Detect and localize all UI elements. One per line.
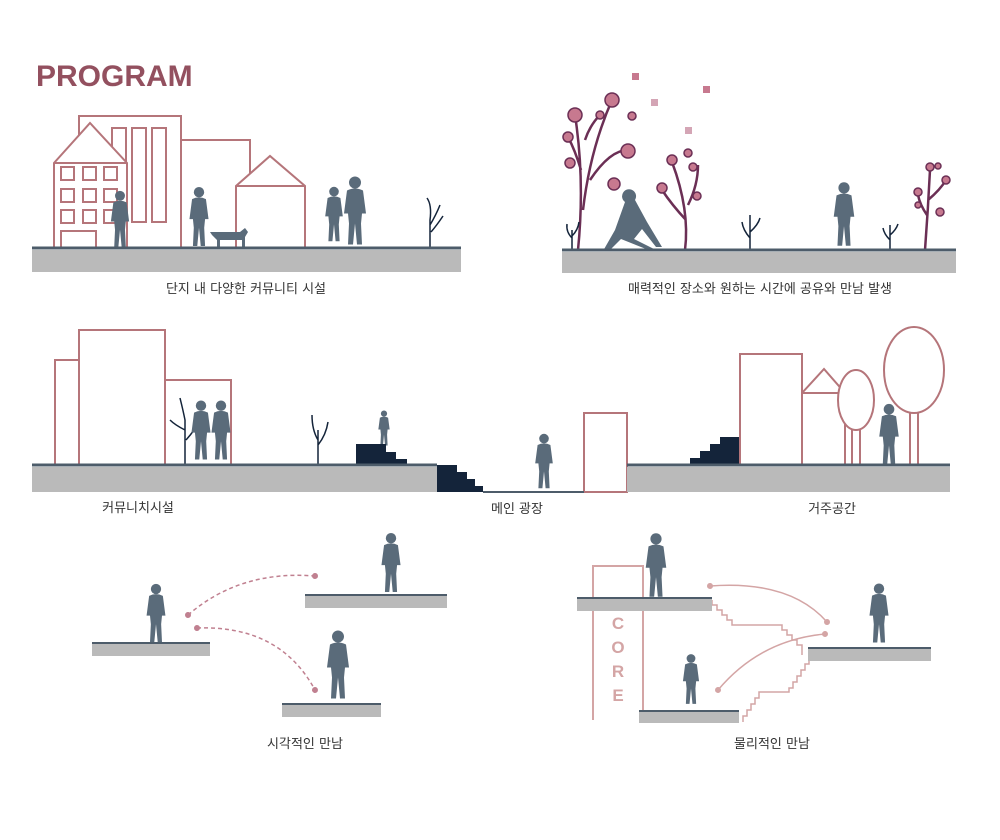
gable-building [53, 121, 128, 248]
sightline-arrow [194, 625, 318, 693]
person-silhouette [879, 403, 899, 465]
stairs [690, 437, 740, 465]
stair-outline [742, 654, 810, 722]
person-silhouette [189, 187, 209, 246]
person-silhouette [211, 400, 231, 460]
person-silhouette [146, 583, 166, 643]
person-silhouette [344, 176, 366, 245]
person-silhouette [191, 400, 211, 460]
person-silhouette [327, 630, 349, 699]
physical-caption: 물리적인 만남 [734, 737, 810, 752]
person-silhouette [645, 533, 667, 597]
encounter-caption: 매력적인 장소와 원하는 시간에 공유와 만남 발생 [628, 282, 892, 297]
section-panel [32, 326, 950, 493]
confetti [632, 73, 710, 134]
sightline-arrow [185, 573, 318, 618]
section-right-caption: 거주공간 [808, 502, 856, 517]
encounter-panel [562, 73, 956, 273]
core-letter: R [611, 662, 625, 681]
core-letter: O [611, 638, 625, 657]
stair-outline [711, 600, 803, 655]
core-frame [592, 565, 644, 720]
sitting-person-silhouette [378, 410, 390, 446]
stairs [437, 465, 483, 492]
child-silhouette [682, 654, 700, 704]
person-silhouette [325, 186, 343, 242]
page-title: PROGRAM [36, 60, 193, 93]
dog-silhouette [210, 228, 248, 248]
door-frame [583, 412, 628, 493]
core-label: C O R E [610, 612, 626, 708]
core-letter: C [611, 614, 625, 633]
connection-arrow [707, 583, 830, 625]
child-silhouette [535, 433, 553, 489]
community-panel [32, 115, 461, 272]
sitting-person-silhouette [603, 189, 662, 251]
section-center-caption: 메인 광장 [491, 502, 543, 517]
physical-panel [577, 533, 931, 723]
person-silhouette [869, 583, 889, 643]
visual-panel [92, 533, 447, 717]
visual-caption: 시각적인 만남 [267, 737, 343, 752]
core-letter: E [612, 686, 624, 705]
community-caption: 단지 내 다양한 커뮤니티 시설 [165, 282, 327, 297]
person-silhouette [381, 533, 401, 592]
stairs [356, 444, 407, 465]
person-silhouette [833, 182, 855, 246]
section-left-caption: 커뮤니치시설 [102, 501, 174, 516]
plant-icon [426, 197, 444, 248]
connection-arrow [715, 631, 828, 693]
